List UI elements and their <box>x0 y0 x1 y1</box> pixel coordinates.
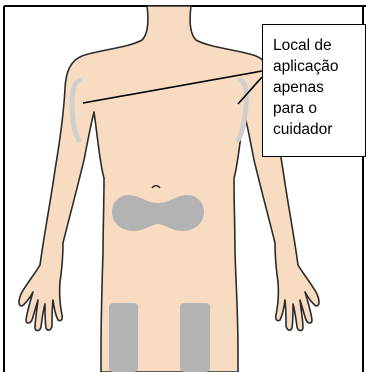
caregiver-only-callout: Local de aplicação apenas para o cuidado… <box>262 24 366 157</box>
navel <box>151 185 161 189</box>
callout-line: cuidador <box>273 121 333 138</box>
leader-line-left-arm <box>82 70 263 104</box>
right-thigh-injection-site <box>180 303 210 372</box>
callout-line: Local de <box>273 37 332 54</box>
callout-line: apenas <box>273 79 324 96</box>
callout-line: aplicação <box>273 58 339 75</box>
callout-line: para o <box>273 100 317 117</box>
abdomen-injection-site <box>112 195 204 231</box>
leader-line-right-arm <box>237 76 263 105</box>
left-upper-arm-injection-site <box>69 77 83 143</box>
callout-text: Local de aplicação apenas para o cuidado… <box>273 35 365 140</box>
left-thigh-injection-site <box>109 303 138 372</box>
right-upper-arm-injection-site <box>235 77 249 143</box>
